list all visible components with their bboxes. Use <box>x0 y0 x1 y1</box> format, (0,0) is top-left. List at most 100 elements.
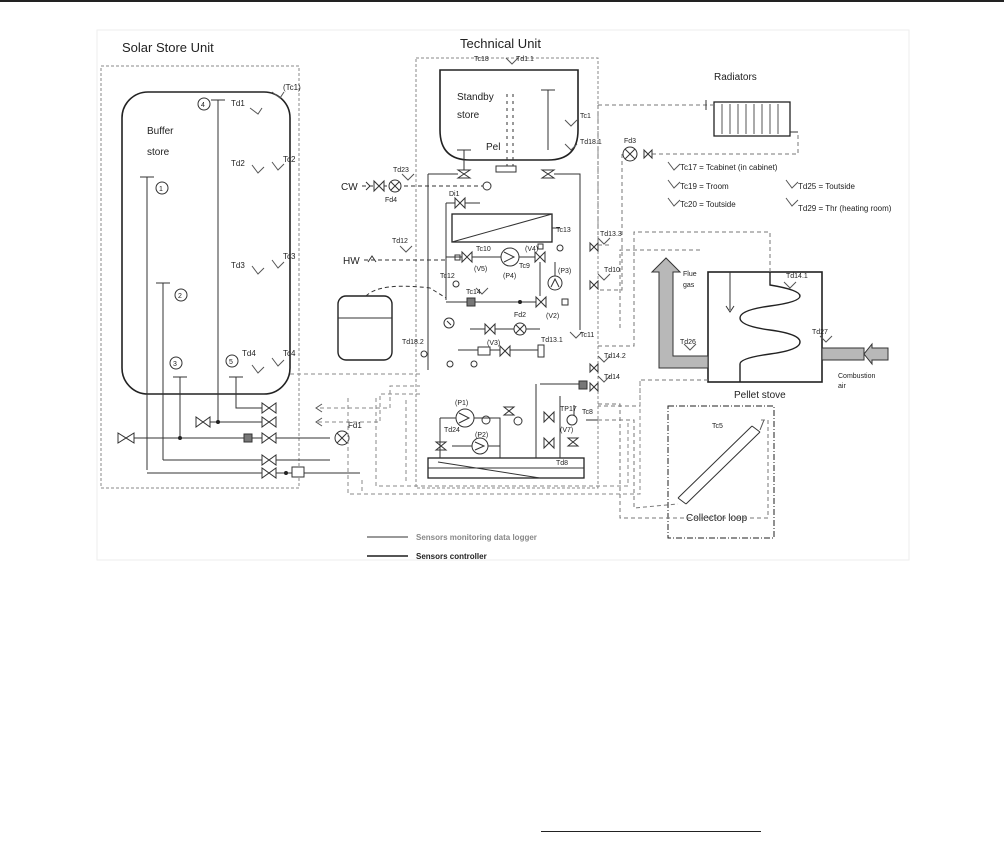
pipe <box>439 417 501 458</box>
svg-text:Td2: Td2 <box>231 159 245 168</box>
svg-text:Fd4: Fd4 <box>385 197 397 204</box>
svg-text:Tc12: Tc12 <box>440 273 455 280</box>
svg-text:Td23: Td23 <box>393 167 409 174</box>
valve-left <box>117 432 135 444</box>
valve-v6 <box>543 410 555 424</box>
svg-text:Tc18: Tc18 <box>474 56 489 63</box>
buffer-store-label-1: Buffer <box>147 126 174 137</box>
buffer-sensor-tc1: (Tc1) <box>271 83 301 99</box>
td10-sensor: Td10 <box>597 267 620 281</box>
radiators-title: Radiators <box>714 72 757 83</box>
svg-text:(P1): (P1) <box>455 400 468 407</box>
td12-sensor: Td12 <box>392 238 413 253</box>
svg-text:Td24: Td24 <box>444 427 460 434</box>
def-tc17: Tc17 = Tcabinet (in cabinet) <box>667 161 778 172</box>
pel-label: Pel <box>486 142 500 153</box>
td133-sensor: Td13.3 <box>597 231 622 245</box>
svg-text:Tc19 = Troom: Tc19 = Troom <box>680 182 729 191</box>
svg-text:Di1: Di1 <box>449 191 460 198</box>
tc14-sensor: Tc14 <box>466 287 489 296</box>
svg-text:Tc1: Tc1 <box>580 113 591 120</box>
td142-sensor: Td14.2 <box>597 353 626 363</box>
junction <box>556 244 564 252</box>
radiator-return <box>652 132 799 155</box>
logger-connections <box>290 373 641 495</box>
valve-row <box>261 402 277 479</box>
valve-v5: (V5) <box>454 250 487 273</box>
svg-text:Tc13: Tc13 <box>556 227 571 234</box>
pipe <box>445 203 560 300</box>
sensor-block <box>243 433 253 443</box>
hx-diagonal <box>437 461 541 479</box>
svg-text:1: 1 <box>159 186 163 193</box>
collector-loop: Tc5 Collector loop <box>598 403 775 539</box>
svg-text:Td27: Td27 <box>812 329 828 336</box>
svg-text:Td14.1: Td14.1 <box>786 273 808 280</box>
arrow <box>315 417 323 427</box>
td26-sensor: Td26 <box>680 339 697 351</box>
bottom-rule <box>541 831 761 832</box>
svg-text:Td18.1: Td18.1 <box>580 139 602 146</box>
svg-text:Td29 = Thr (heating room): Td29 = Thr (heating room) <box>798 204 892 213</box>
td8-label: Td8 <box>556 460 568 467</box>
valve-v-inner <box>195 416 211 428</box>
buffer-sensor-td4: Td4 <box>242 349 265 374</box>
td23-sensor: Td23 <box>393 167 415 181</box>
junction <box>216 420 220 424</box>
standby-store-label-2: store <box>457 110 480 121</box>
buffer-port-5: 5 <box>225 354 239 368</box>
svg-text:Td13.1: Td13.1 <box>541 337 563 344</box>
svg-text:Td26: Td26 <box>680 339 696 346</box>
svg-text:Tc2: Tc2 <box>283 155 296 164</box>
sensor-definitions: Tc17 = Tcabinet (in cabinet) Tc19 = Troo… <box>667 161 892 213</box>
valve-center-lower <box>502 406 516 416</box>
tc12-sensor: Tc12 <box>440 273 455 280</box>
pipe <box>428 173 581 330</box>
sensor-block <box>466 297 476 307</box>
svg-text:Tc14: Tc14 <box>466 289 481 296</box>
collector-frame <box>667 405 775 539</box>
hw-tap <box>367 255 377 263</box>
svg-text:Fd3: Fd3 <box>624 138 636 145</box>
legend-controller-label: Sensors controller <box>416 552 487 561</box>
combustion-air-label-2: air <box>838 383 846 390</box>
solar-store-title: Solar Store Unit <box>122 40 214 55</box>
def-td29: Td29 = Thr (heating room) <box>785 197 892 213</box>
valve-right-lower <box>566 437 580 447</box>
tc9-sensor: Tc9 <box>519 263 530 270</box>
stove-supply <box>619 249 700 330</box>
svg-text:Td14: Td14 <box>604 374 620 381</box>
svg-text:TP17: TP17 <box>560 406 577 413</box>
technical-title: Technical Unit <box>460 36 541 51</box>
buffer-port-3: 3 <box>169 356 183 370</box>
junction <box>284 471 288 475</box>
solar-store-unit: Solar Store Unit Buffer store 1 2 3 4 5 … <box>100 40 362 489</box>
heat-exchanger-diagonal <box>451 213 553 243</box>
radiators: Radiators Fd3 <box>597 72 799 291</box>
buffer-port-1: 1 <box>155 181 169 195</box>
svg-text:Td18.2: Td18.2 <box>402 339 424 346</box>
stove-return <box>598 231 771 347</box>
heater-element <box>537 344 545 358</box>
stove-drain <box>598 379 708 407</box>
buffer-pipe-5 <box>235 377 262 409</box>
svg-text:2: 2 <box>178 293 182 300</box>
electric-heater <box>506 94 514 168</box>
td14-sensor: Td14 <box>597 374 620 383</box>
expansion-vessel <box>337 285 447 361</box>
technical-unit: Technical Unit Standby store Pel Tc18 Td… <box>341 36 626 489</box>
tc13-sensor: Tc13 <box>556 227 571 234</box>
cw-valve <box>373 179 385 193</box>
heater-flange <box>495 165 517 173</box>
fd4-sensor: Fd4 <box>385 179 402 204</box>
flow-meter <box>291 466 305 478</box>
junction <box>452 280 460 288</box>
buffer-port-2: 2 <box>174 288 188 302</box>
fd3-sensor: Fd3 <box>622 138 638 162</box>
svg-text:(V7): (V7) <box>560 427 573 434</box>
td141-sensor: Td14.1 <box>783 273 808 289</box>
svg-text:Td14.2: Td14.2 <box>604 353 626 360</box>
hw-label: HW <box>343 256 360 267</box>
buffer-sensor-tc4: Tc4 <box>271 349 296 367</box>
